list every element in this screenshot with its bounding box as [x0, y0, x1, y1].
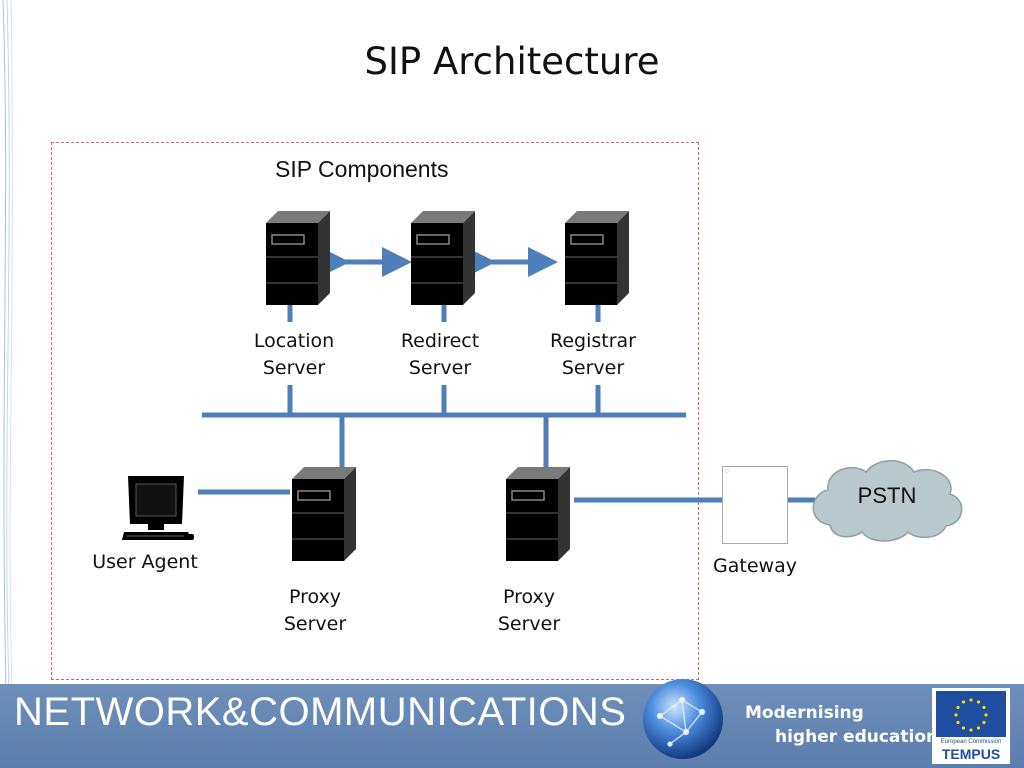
- sip-components-group: [51, 142, 699, 680]
- gateway-image-placeholder: ▢: [725, 468, 729, 473]
- location-server-label: Location Server: [253, 330, 335, 379]
- logo-line-1: European Commission: [940, 739, 1002, 745]
- gateway-label: Gateway: [713, 555, 797, 577]
- pstn-cloud-shape: [812, 460, 963, 542]
- location-server-icon: [265, 210, 331, 306]
- redirect-server-icon: [410, 210, 476, 306]
- network-diagram: [122, 210, 963, 562]
- eu-flag-icon: [936, 691, 1006, 737]
- footer-tagline-1: Modernising: [745, 703, 864, 723]
- proxy-server-1-label: Proxy Server: [283, 586, 347, 635]
- desktop-computer-icon: [122, 476, 194, 540]
- globe-icon: [643, 679, 723, 759]
- proxy-server-2-icon: [505, 466, 571, 562]
- slide-title: SIP Architecture: [364, 40, 660, 83]
- proxy-server-1-icon: [291, 466, 357, 562]
- footer-title: NETWORK&COMMUNICATIONS: [14, 690, 627, 734]
- gateway-icon: ▢: [722, 466, 788, 544]
- footer-bar: [0, 684, 1024, 768]
- registrar-server-icon: [564, 210, 630, 306]
- pstn-label: PSTN: [857, 483, 917, 508]
- group-title: SIP Components: [275, 156, 449, 182]
- left-decoration: [2, 0, 13, 690]
- footer-tagline-2: higher education: [775, 727, 939, 747]
- logo-line-2: TEMPUS: [941, 746, 1001, 762]
- proxy-server-2-label: Proxy Server: [497, 586, 561, 635]
- tempus-logo: European Commission TEMPUS: [932, 688, 1010, 764]
- user-agent-label: User Agent: [92, 551, 198, 573]
- registrar-server-label: Registrar Server: [550, 330, 636, 379]
- redirect-server-label: Redirect Server: [400, 330, 480, 379]
